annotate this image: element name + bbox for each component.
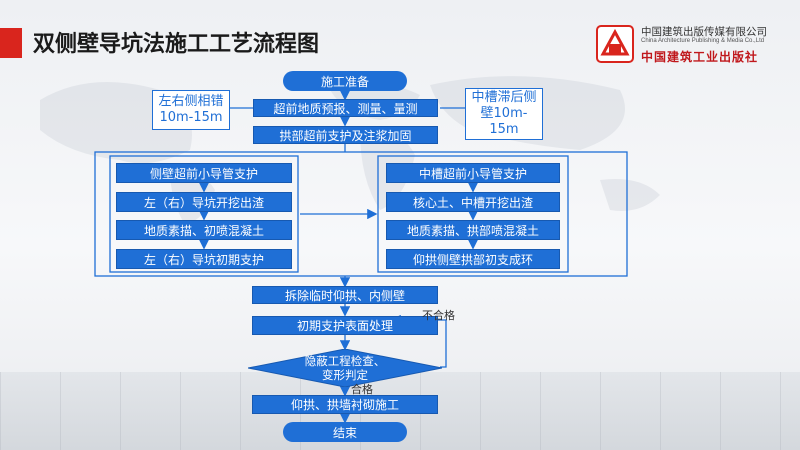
end-label: 结束 [332,425,357,440]
step-remove-temporary: 拆除临时仰拱、内侧壁 [252,286,438,304]
right-step-4: 仰拱侧壁拱部初支成环 [386,249,560,269]
fail-label: 不合格 [422,309,455,322]
publisher-brand-cn: 中国建筑工业出版社 [641,50,759,64]
publisher-name-en: China Architecture Publishing & Media Co… [641,38,765,44]
decision-label: 隐蔽工程检查、 变形判定 [304,354,386,382]
step-arch-pre-support: 拱部超前支护及注浆加固 [253,126,438,144]
left-offset-note: 左右侧相错 10m-15m [152,90,230,130]
step-surface-treatment: 初期支护表面处理 [252,316,438,335]
left-step-1: 侧壁超前小导管支护 [116,163,292,183]
step-lining-construction: 仰拱、拱墙衬砌施工 [252,395,438,414]
publisher-logo: 中国建筑出版传媒有限公司 China Architecture Publishi… [595,22,795,68]
start-terminal: 施工准备 [283,71,407,91]
publisher-name-cn: 中国建筑出版传媒有限公司 [641,26,767,38]
left-step-2: 左（右）导坑开挖出渣 [116,192,292,212]
right-step-1: 中槽超前小导管支护 [386,163,560,183]
right-lag-note: 中槽滞后侧 壁10m- 15m [465,88,543,140]
title-accent-bar [0,28,22,58]
start-label: 施工准备 [320,74,369,89]
pass-label: 合格 [351,383,373,396]
step-geology-forecast: 超前地质预报、测量、量测 [253,99,438,117]
left-step-4: 左（右）导坑初期支护 [116,249,292,269]
left-step-3: 地质素描、初喷混凝土 [116,220,292,240]
decision-diamond [248,349,442,387]
right-step-2: 核心土、中槽开挖出渣 [386,192,560,212]
right-step-3: 地质素描、拱部喷混凝土 [386,220,560,240]
publisher-emblem-icon [596,25,634,63]
end-terminal: 结束 [283,422,407,442]
page-title: 双侧壁导坑法施工工艺流程图 [33,32,320,57]
